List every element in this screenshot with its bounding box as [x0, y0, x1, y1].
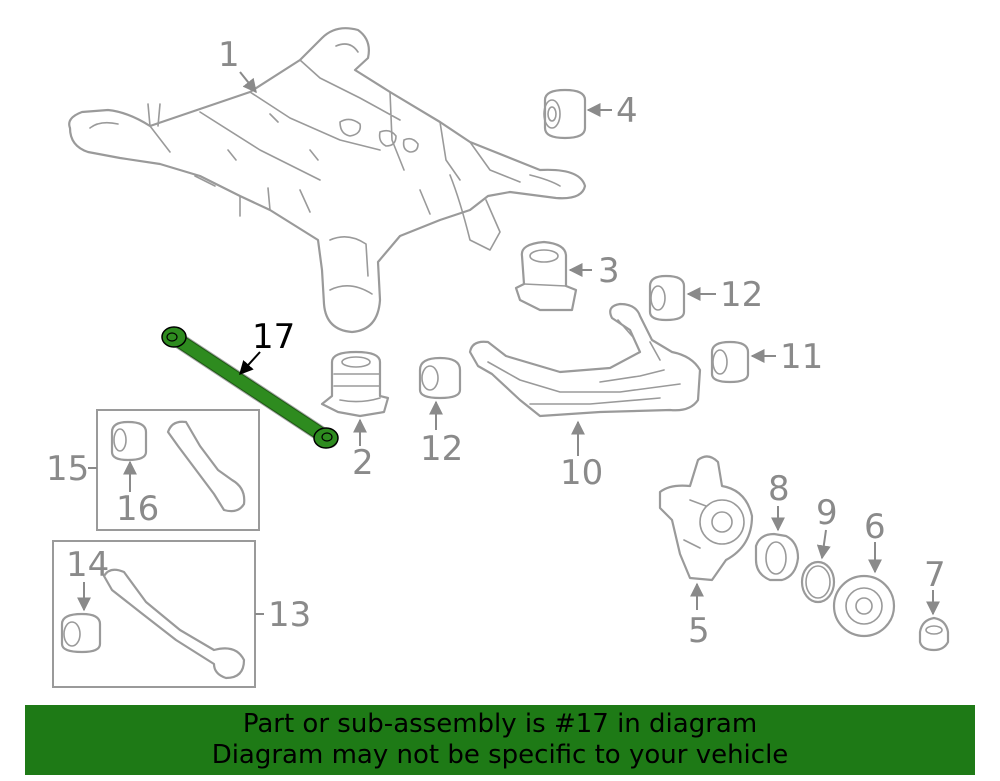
- mount-part-2: [320, 350, 390, 418]
- callout-2: 2: [352, 443, 374, 483]
- callout-10: 10: [560, 453, 603, 493]
- callout-1: 1: [218, 35, 240, 75]
- subframe-part-1: [68, 27, 587, 334]
- bushing-part-12-lower: [418, 356, 462, 400]
- callout-11: 11: [780, 337, 823, 377]
- bushing-part-12-upper: [648, 274, 686, 322]
- callout-3: 3: [598, 251, 620, 291]
- bushing-part-4: [543, 88, 587, 140]
- callout-14: 14: [66, 545, 109, 585]
- bushing-part-11: [710, 340, 750, 384]
- callout-7: 7: [924, 555, 946, 595]
- control-arm-part-10: [468, 302, 702, 418]
- info-banner: Part or sub-assembly is #17 in diagram D…: [25, 705, 975, 775]
- trailing-link-part-17: [161, 326, 339, 449]
- banner-line-2: Diagram may not be specific to your vehi…: [211, 740, 789, 770]
- knuckle-part-5: [658, 455, 754, 582]
- callout-17: 17: [252, 317, 295, 357]
- banner-line-1: Part or sub-assembly is #17 in diagram: [242, 709, 758, 739]
- group-box-15: [96, 409, 260, 531]
- hub-part-6: [832, 574, 896, 638]
- callout-12-upper: 12: [720, 275, 763, 315]
- leader-lines: [77, 71, 940, 616]
- bearing-part-8: [754, 532, 800, 582]
- callout-9: 9: [816, 493, 838, 533]
- callout-6: 6: [864, 507, 886, 547]
- callout-4: 4: [616, 91, 638, 131]
- mount-part-3: [514, 240, 578, 312]
- callout-13: 13: [268, 595, 311, 635]
- callout-8: 8: [768, 469, 790, 509]
- nut-part-7: [918, 616, 950, 652]
- callout-16: 16: [116, 489, 159, 529]
- parts-diagram: 1 2 3 4 5 6 7 8 9 10 11 12 12 13 14 15 1…: [46, 27, 950, 688]
- callout-15: 15: [46, 449, 89, 489]
- callout-12-lower: 12: [420, 429, 463, 469]
- snap-ring-part-9: [800, 560, 836, 604]
- callout-5: 5: [688, 611, 710, 651]
